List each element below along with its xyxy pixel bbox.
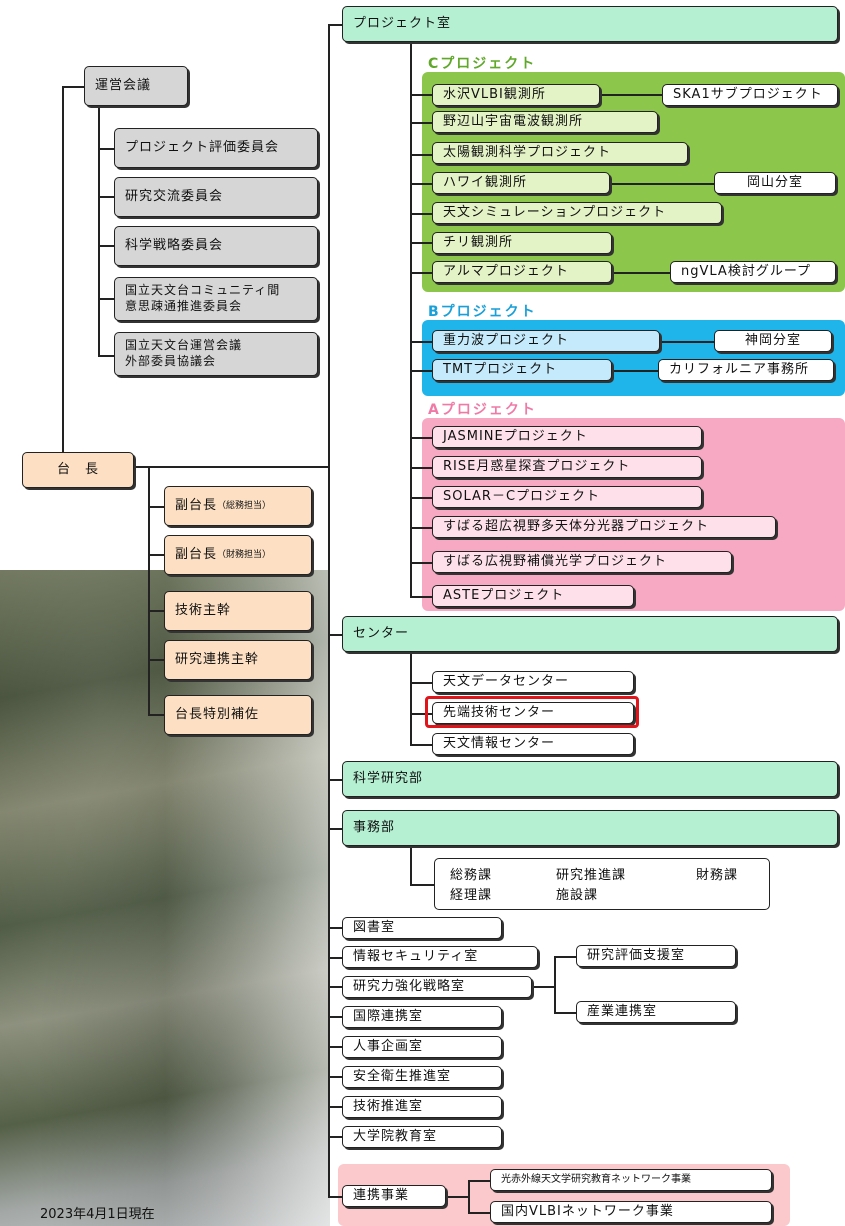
admin-section: 総務課 — [450, 868, 493, 883]
c-subproject-box: 岡山分室 — [714, 172, 836, 194]
committee-box: 国立天文台運営会議外部委員協議会 — [114, 332, 318, 376]
collab-item-box: 光赤外線天文学研究教育ネットワーク事業 — [490, 1169, 772, 1191]
c-project-box: アルマプロジェクト — [432, 261, 612, 283]
research-sub-box: 研究評価支援室 — [576, 945, 736, 967]
vice-director-finance-box: 副台長（財務担当） — [164, 535, 312, 575]
committee-box: 研究交流委員会 — [114, 177, 318, 217]
c-project-title: Cプロジェクト — [428, 56, 537, 72]
science-dept-box: 科学研究部 — [342, 761, 838, 797]
c-subproject-box: SKA1サブプロジェクト — [662, 84, 838, 106]
admin-dept-box: 事務部 — [342, 810, 838, 846]
admin-section: 経理課 — [450, 888, 493, 903]
b-project-box: 重力波プロジェクト — [432, 330, 660, 352]
highlight-frame — [425, 696, 639, 728]
project-office-box: プロジェクト室 — [342, 6, 838, 42]
a-project-box: RISE月惑星探査プロジェクト — [432, 456, 702, 478]
admin-section: 施設課 — [556, 888, 599, 903]
a-project-box: すばる広視野補償光学プロジェクト — [432, 551, 732, 573]
c-project-box: 太陽観測科学プロジェクト — [432, 142, 688, 164]
c-project-box: ハワイ観測所 — [432, 172, 610, 194]
office-box: 研究力強化戦略室 — [342, 976, 532, 998]
center-item-box: 天文情報センター — [432, 733, 634, 755]
admin-sections-box — [434, 858, 770, 910]
director-box: 台 長 — [22, 452, 134, 488]
a-project-panel — [422, 418, 845, 611]
committee-box: 国立天文台コミュニティ間意思疎通推進委員会 — [114, 277, 318, 321]
a-project-box: JASMINEプロジェクト — [432, 426, 702, 448]
admin-section: 研究推進課 — [556, 868, 627, 883]
c-project-box: チリ観測所 — [432, 232, 612, 254]
staff-box: 台長特別補佐 — [164, 695, 312, 735]
collab-box: 連携事業 — [342, 1185, 446, 1207]
office-box: 情報セキュリティ室 — [342, 946, 538, 968]
office-box: 人事企画室 — [342, 1036, 502, 1058]
b-project-box: TMTプロジェクト — [432, 359, 612, 381]
collab-item-box: 国内VLBIネットワーク事業 — [490, 1201, 772, 1223]
staff-box: 技術主幹 — [164, 591, 312, 631]
committee-box: プロジェクト評価委員会 — [114, 128, 318, 168]
a-project-title: Aプロジェクト — [428, 402, 537, 418]
research-sub-box: 産業連携室 — [576, 1001, 736, 1023]
b-project-title: Bプロジェクト — [428, 304, 537, 320]
committee-box: 科学戦略委員会 — [114, 226, 318, 266]
office-box: 大学院教育室 — [342, 1126, 502, 1148]
c-project-box: 野辺山宇宙電波観測所 — [432, 111, 658, 133]
center-item-box: 先端技術センター — [432, 702, 634, 724]
center-item-box: 天文データセンター — [432, 671, 634, 693]
b-subproject-box: 神岡分室 — [714, 330, 832, 352]
office-box: 図書室 — [342, 917, 502, 939]
admin-section: 財務課 — [696, 868, 739, 883]
office-box: 安全衛生推進室 — [342, 1066, 502, 1088]
c-project-box: 水沢VLBI観測所 — [432, 84, 600, 106]
a-project-box: すばる超広視野多天体分光器プロジェクト — [432, 516, 776, 538]
council-box: 運営会議 — [84, 66, 188, 106]
c-project-box: 天文シミュレーションプロジェクト — [432, 202, 722, 224]
staff-box: 研究連携主幹 — [164, 640, 312, 680]
c-subproject-box: ngVLA検討グループ — [670, 261, 836, 283]
office-box: 国際連携室 — [342, 1006, 502, 1028]
a-project-box: ASTEプロジェクト — [432, 585, 634, 607]
vice-director-general-box: 副台長（総務担当） — [164, 486, 312, 526]
center-box: センター — [342, 616, 838, 652]
b-subproject-box: カリフォルニア事務所 — [658, 359, 834, 381]
a-project-box: SOLAR－Cプロジェクト — [432, 486, 702, 508]
office-box: 技術推進室 — [342, 1096, 502, 1118]
as-of-date: 2023年4月1日現在 — [40, 1207, 155, 1222]
